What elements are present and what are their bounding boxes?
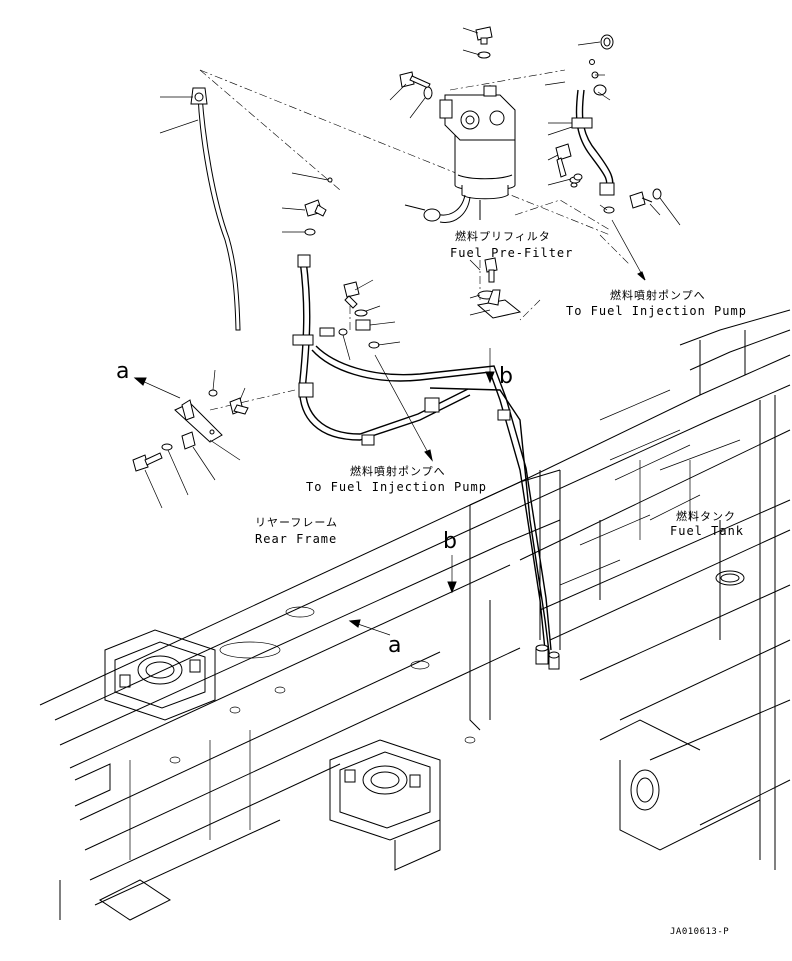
injection-pump-line (570, 34, 662, 214)
fuel-tank-label-jp: 燃料タンク (676, 509, 736, 523)
fuel-hose-left (190, 87, 241, 331)
pump-top-label-en: To Fuel Injection Pump (566, 304, 747, 318)
view-b-mid-letter: b (443, 529, 457, 554)
view-a-frame-letter: a (388, 633, 401, 658)
rear-frame-chassis (39, 309, 791, 921)
leader-lines (144, 27, 681, 509)
rear-frame-label-jp: リヤーフレーム (255, 516, 338, 529)
pump-mid-label-jp: 燃料噴射ポンプへ (350, 464, 446, 478)
view-a-left-letter: a (116, 359, 129, 384)
left-fittings (132, 177, 380, 472)
rear-frame-label-en: Rear Frame (255, 532, 337, 546)
fuel-lines (292, 254, 560, 670)
pre-filter-hardware (399, 26, 581, 319)
assembly-center-lines (199, 69, 631, 411)
fuel-tank-label-en: Fuel Tank (670, 524, 744, 538)
prefilter-label-jp: 燃料プリフィルタ (455, 229, 551, 243)
prefilter-label-en: Fuel Pre-Filter (450, 246, 573, 260)
fuel-pre-filter (404, 85, 516, 223)
pump-top-label-jp: 燃料噴射ポンプへ (610, 288, 706, 302)
callout-arrows (133, 219, 646, 636)
view-b-top-letter: b (499, 364, 513, 389)
drawing-code: JA010613-P (670, 927, 729, 937)
diagram-labels: 燃料プリフィルタ Fuel Pre-Filter 燃料噴射ポンプへ To Fue… (116, 229, 747, 937)
pump-mid-label-en: To Fuel Injection Pump (306, 480, 487, 494)
